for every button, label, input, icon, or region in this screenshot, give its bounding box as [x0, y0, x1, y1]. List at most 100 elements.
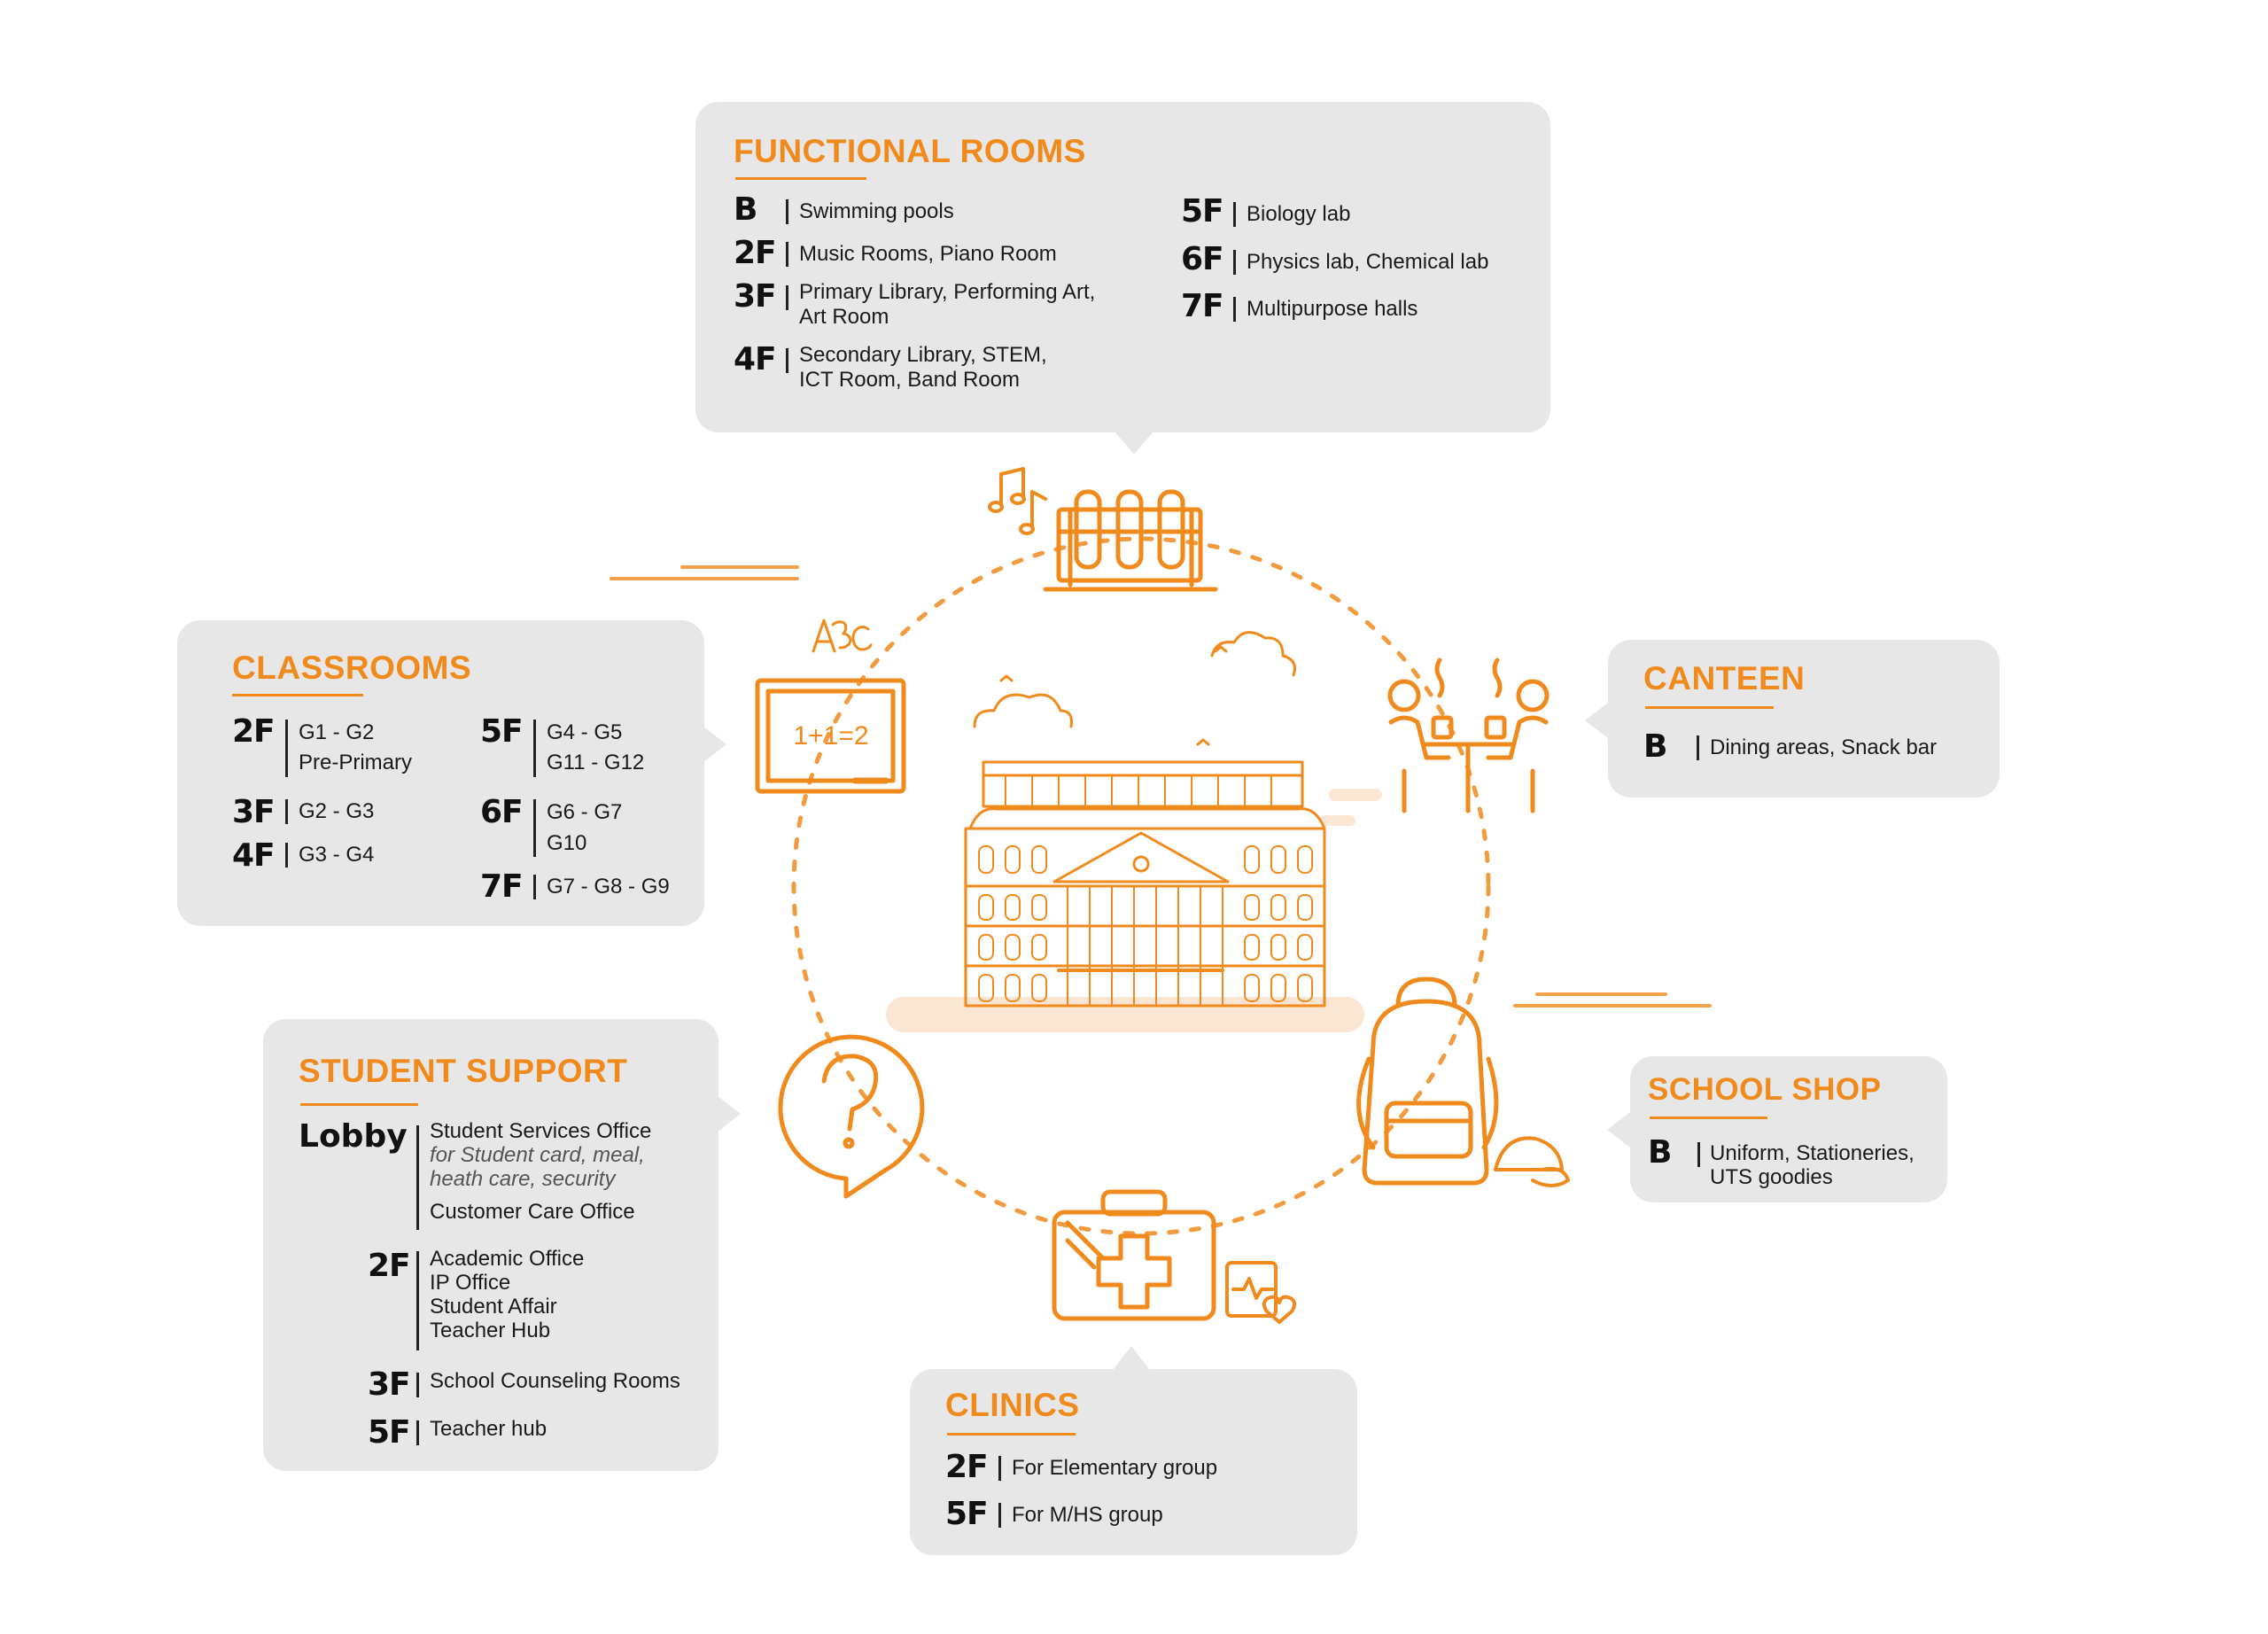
floor-label: 5F: [945, 1496, 989, 1532]
title-underline: [947, 1433, 1076, 1436]
school-shop-pointer: [1607, 1112, 1630, 1148]
floor-label: 3F: [368, 1366, 411, 1403]
school-building: [964, 760, 1326, 1008]
speed-lines: [610, 565, 1712, 1008]
class-text: G7 - G8 - G9: [547, 875, 670, 899]
title-underline: [735, 177, 866, 180]
room-text: Biology lab: [1247, 202, 1351, 226]
class-text: G4 - G5: [547, 720, 623, 744]
windows: [978, 845, 1313, 1002]
title-underline: [1645, 706, 1774, 709]
floor-label: 6F: [1181, 241, 1224, 277]
class-text: G6 - G7: [547, 800, 623, 824]
room-text: Music Rooms, Piano Room: [799, 242, 1057, 266]
class-text: G11 - G12: [547, 751, 645, 774]
divider: [285, 843, 288, 868]
title-underline: [1650, 1117, 1767, 1119]
divider: [533, 875, 536, 899]
divider: [1697, 1142, 1700, 1167]
room-text: Art Room: [799, 305, 889, 329]
functional-rooms-pointer: [1115, 432, 1153, 455]
student-support-pointer: [718, 1096, 741, 1132]
cap-icon: [1494, 1136, 1570, 1187]
divider: [533, 720, 536, 777]
office-text: Student Services Office: [430, 1119, 652, 1143]
floor-label: B: [734, 191, 757, 228]
clinics-pointer: [1114, 1346, 1149, 1369]
dashed-ring: [791, 536, 1491, 1236]
school-shop-title: SCHOOL SHOP: [1648, 1072, 1882, 1107]
class-text: G10: [547, 831, 587, 855]
floor-label: 5F: [1181, 193, 1224, 230]
class-text: Pre-Primary: [299, 751, 413, 774]
clinics-title: CLINICS: [945, 1387, 1080, 1423]
title-underline: [300, 1103, 418, 1106]
shop-text: Uniform, Stationeries,: [1710, 1141, 1915, 1165]
office-text: Teacher hub: [430, 1417, 548, 1441]
canteen-text: Dining areas, Snack bar: [1710, 735, 1938, 759]
room-text: Physics lab, Chemical lab: [1247, 250, 1489, 274]
office-text: Academic Office: [430, 1247, 585, 1271]
floor-label: 2F: [368, 1248, 411, 1284]
functional-rooms-title: FUNCTIONAL ROOMS: [734, 133, 1086, 169]
backpack-icon: [1356, 977, 1499, 1186]
heart-monitor-icon: [1225, 1261, 1297, 1324]
divider: [285, 799, 288, 824]
office-text: School Counseling Rooms: [430, 1369, 680, 1393]
floor-label: 2F: [734, 235, 777, 271]
divider: [786, 348, 788, 373]
office-text: Student Affair: [430, 1295, 557, 1319]
room-text: Multipurpose halls: [1247, 297, 1418, 321]
floor-label: 3F: [232, 794, 276, 830]
floor-label: 2F: [945, 1449, 989, 1485]
abc-icon: [812, 619, 873, 653]
room-text: Primary Library, Performing Art,: [799, 280, 1096, 304]
room-text: ICT Room, Band Room: [799, 368, 1020, 392]
divider: [416, 1373, 419, 1397]
functional-rooms-panel: [695, 102, 1550, 432]
divider: [786, 242, 788, 267]
clinic-text: For Elementary group: [1012, 1456, 1218, 1480]
dining-people-icon: [1387, 657, 1550, 813]
divider: [786, 199, 788, 224]
divider: [1233, 250, 1236, 275]
floor-label: B: [1643, 728, 1667, 765]
floor-label: 2F: [232, 713, 276, 750]
student-support-panel: [263, 1019, 718, 1471]
floor-label: Lobby: [299, 1118, 408, 1155]
school-shop-panel: [1630, 1056, 1947, 1202]
shop-text: UTS goodies: [1710, 1165, 1833, 1189]
room-text: Secondary Library, STEM,: [799, 343, 1047, 367]
divider: [1233, 297, 1236, 322]
floor-label: 4F: [734, 341, 777, 377]
floor-label: 7F: [1181, 288, 1224, 324]
office-text: Teacher Hub: [430, 1319, 551, 1342]
office-text: IP Office: [430, 1271, 511, 1295]
columns: [1067, 885, 1223, 1007]
classrooms-title: CLASSROOMS: [232, 650, 472, 686]
floor-label: 5F: [368, 1414, 411, 1451]
divider: [285, 720, 288, 777]
clinics-panel: [910, 1369, 1357, 1555]
divider: [533, 799, 536, 857]
classrooms-panel: [177, 620, 704, 926]
glass-panels: [1005, 774, 1272, 807]
student-support-title: STUDENT SUPPORT: [299, 1053, 628, 1089]
class-text: G3 - G4: [299, 843, 375, 867]
title-underline: [232, 694, 363, 696]
office-text: Customer Care Office: [430, 1200, 635, 1224]
test-tubes-icon: [1043, 489, 1218, 592]
question-bubble-icon: [778, 1034, 925, 1199]
clinic-text: For M/HS group: [1012, 1503, 1163, 1527]
floor-label: 7F: [480, 868, 524, 905]
floor-label: 4F: [232, 837, 276, 874]
divider: [416, 1125, 419, 1230]
classrooms-pointer: [703, 727, 726, 762]
canteen-title: CANTEEN: [1643, 660, 1806, 696]
class-text: G2 - G3: [299, 799, 375, 823]
office-note: heath care, security: [430, 1167, 616, 1191]
divider: [416, 1420, 419, 1445]
divider: [998, 1503, 1001, 1528]
canteen-panel: [1608, 640, 2000, 798]
